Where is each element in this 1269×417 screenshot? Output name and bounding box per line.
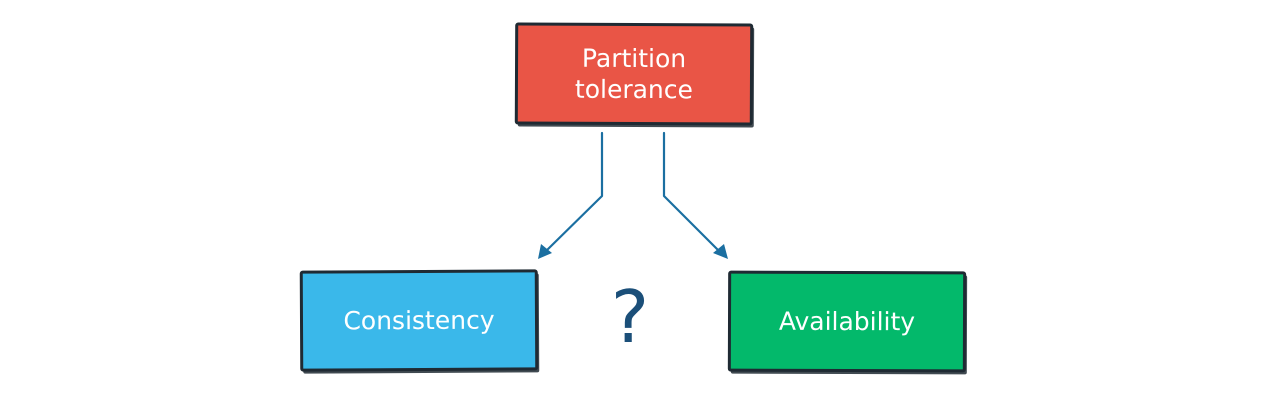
partition-tolerance-box: Partition tolerance: [514, 22, 754, 126]
arrowhead-availability: [713, 244, 728, 259]
availability-label: Availability: [778, 306, 916, 337]
arrow-to-consistency: [543, 131, 604, 254]
availability-box: Availability: [727, 270, 967, 373]
consistency-label: Consistency: [343, 305, 495, 336]
question-mark: ?: [610, 275, 650, 359]
arrowhead-consistency: [538, 244, 552, 259]
arrow-to-availability: [662, 131, 722, 254]
partition-tolerance-label: Partition tolerance: [574, 43, 693, 105]
consistency-box: Consistency: [299, 269, 539, 372]
